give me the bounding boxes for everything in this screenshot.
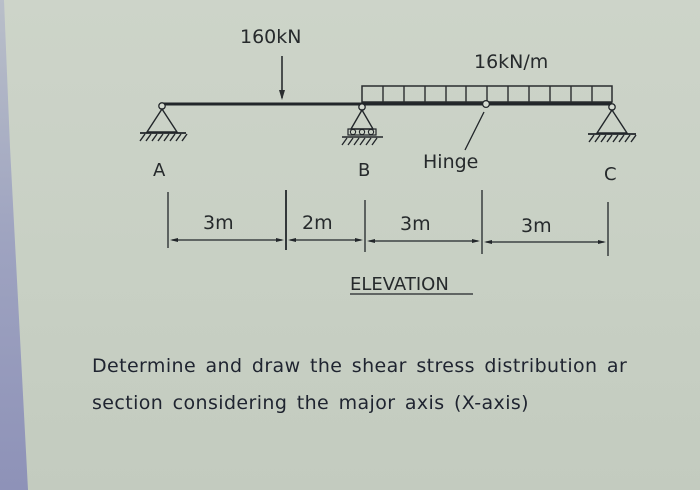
hinge: Hinge <box>423 99 491 173</box>
dimension-lines <box>167 190 609 256</box>
dimension-label-hc: 3m <box>521 215 552 237</box>
support-b-label: B <box>358 160 370 181</box>
support-b-roller: B <box>341 103 383 181</box>
point-load-label: 160kN <box>240 26 301 48</box>
distributed-load-label: 16kN/m <box>474 51 548 73</box>
arrow-down-icon <box>279 90 285 100</box>
dimension-label-bh: 3m <box>400 213 431 235</box>
elevation-title: ELEVATION <box>350 274 449 295</box>
point-load: 160kN <box>240 26 301 100</box>
dimension-label-ab2: 2m <box>302 212 333 234</box>
hinge-label: Hinge <box>423 151 478 173</box>
dimension-arrowheads <box>170 238 606 244</box>
distributed-load: 16kN/m <box>361 51 613 103</box>
support-a-label: A <box>153 160 166 181</box>
question-line-2: section considering the major axis (X-ax… <box>92 392 529 414</box>
support-c-label: C <box>604 164 617 185</box>
dimension-label-ab1: 3m <box>203 212 234 234</box>
question-line-1: Determine and draw the shear stress dist… <box>92 355 628 377</box>
support-c-pin: C <box>588 103 637 185</box>
support-a-pin: A <box>139 102 188 181</box>
